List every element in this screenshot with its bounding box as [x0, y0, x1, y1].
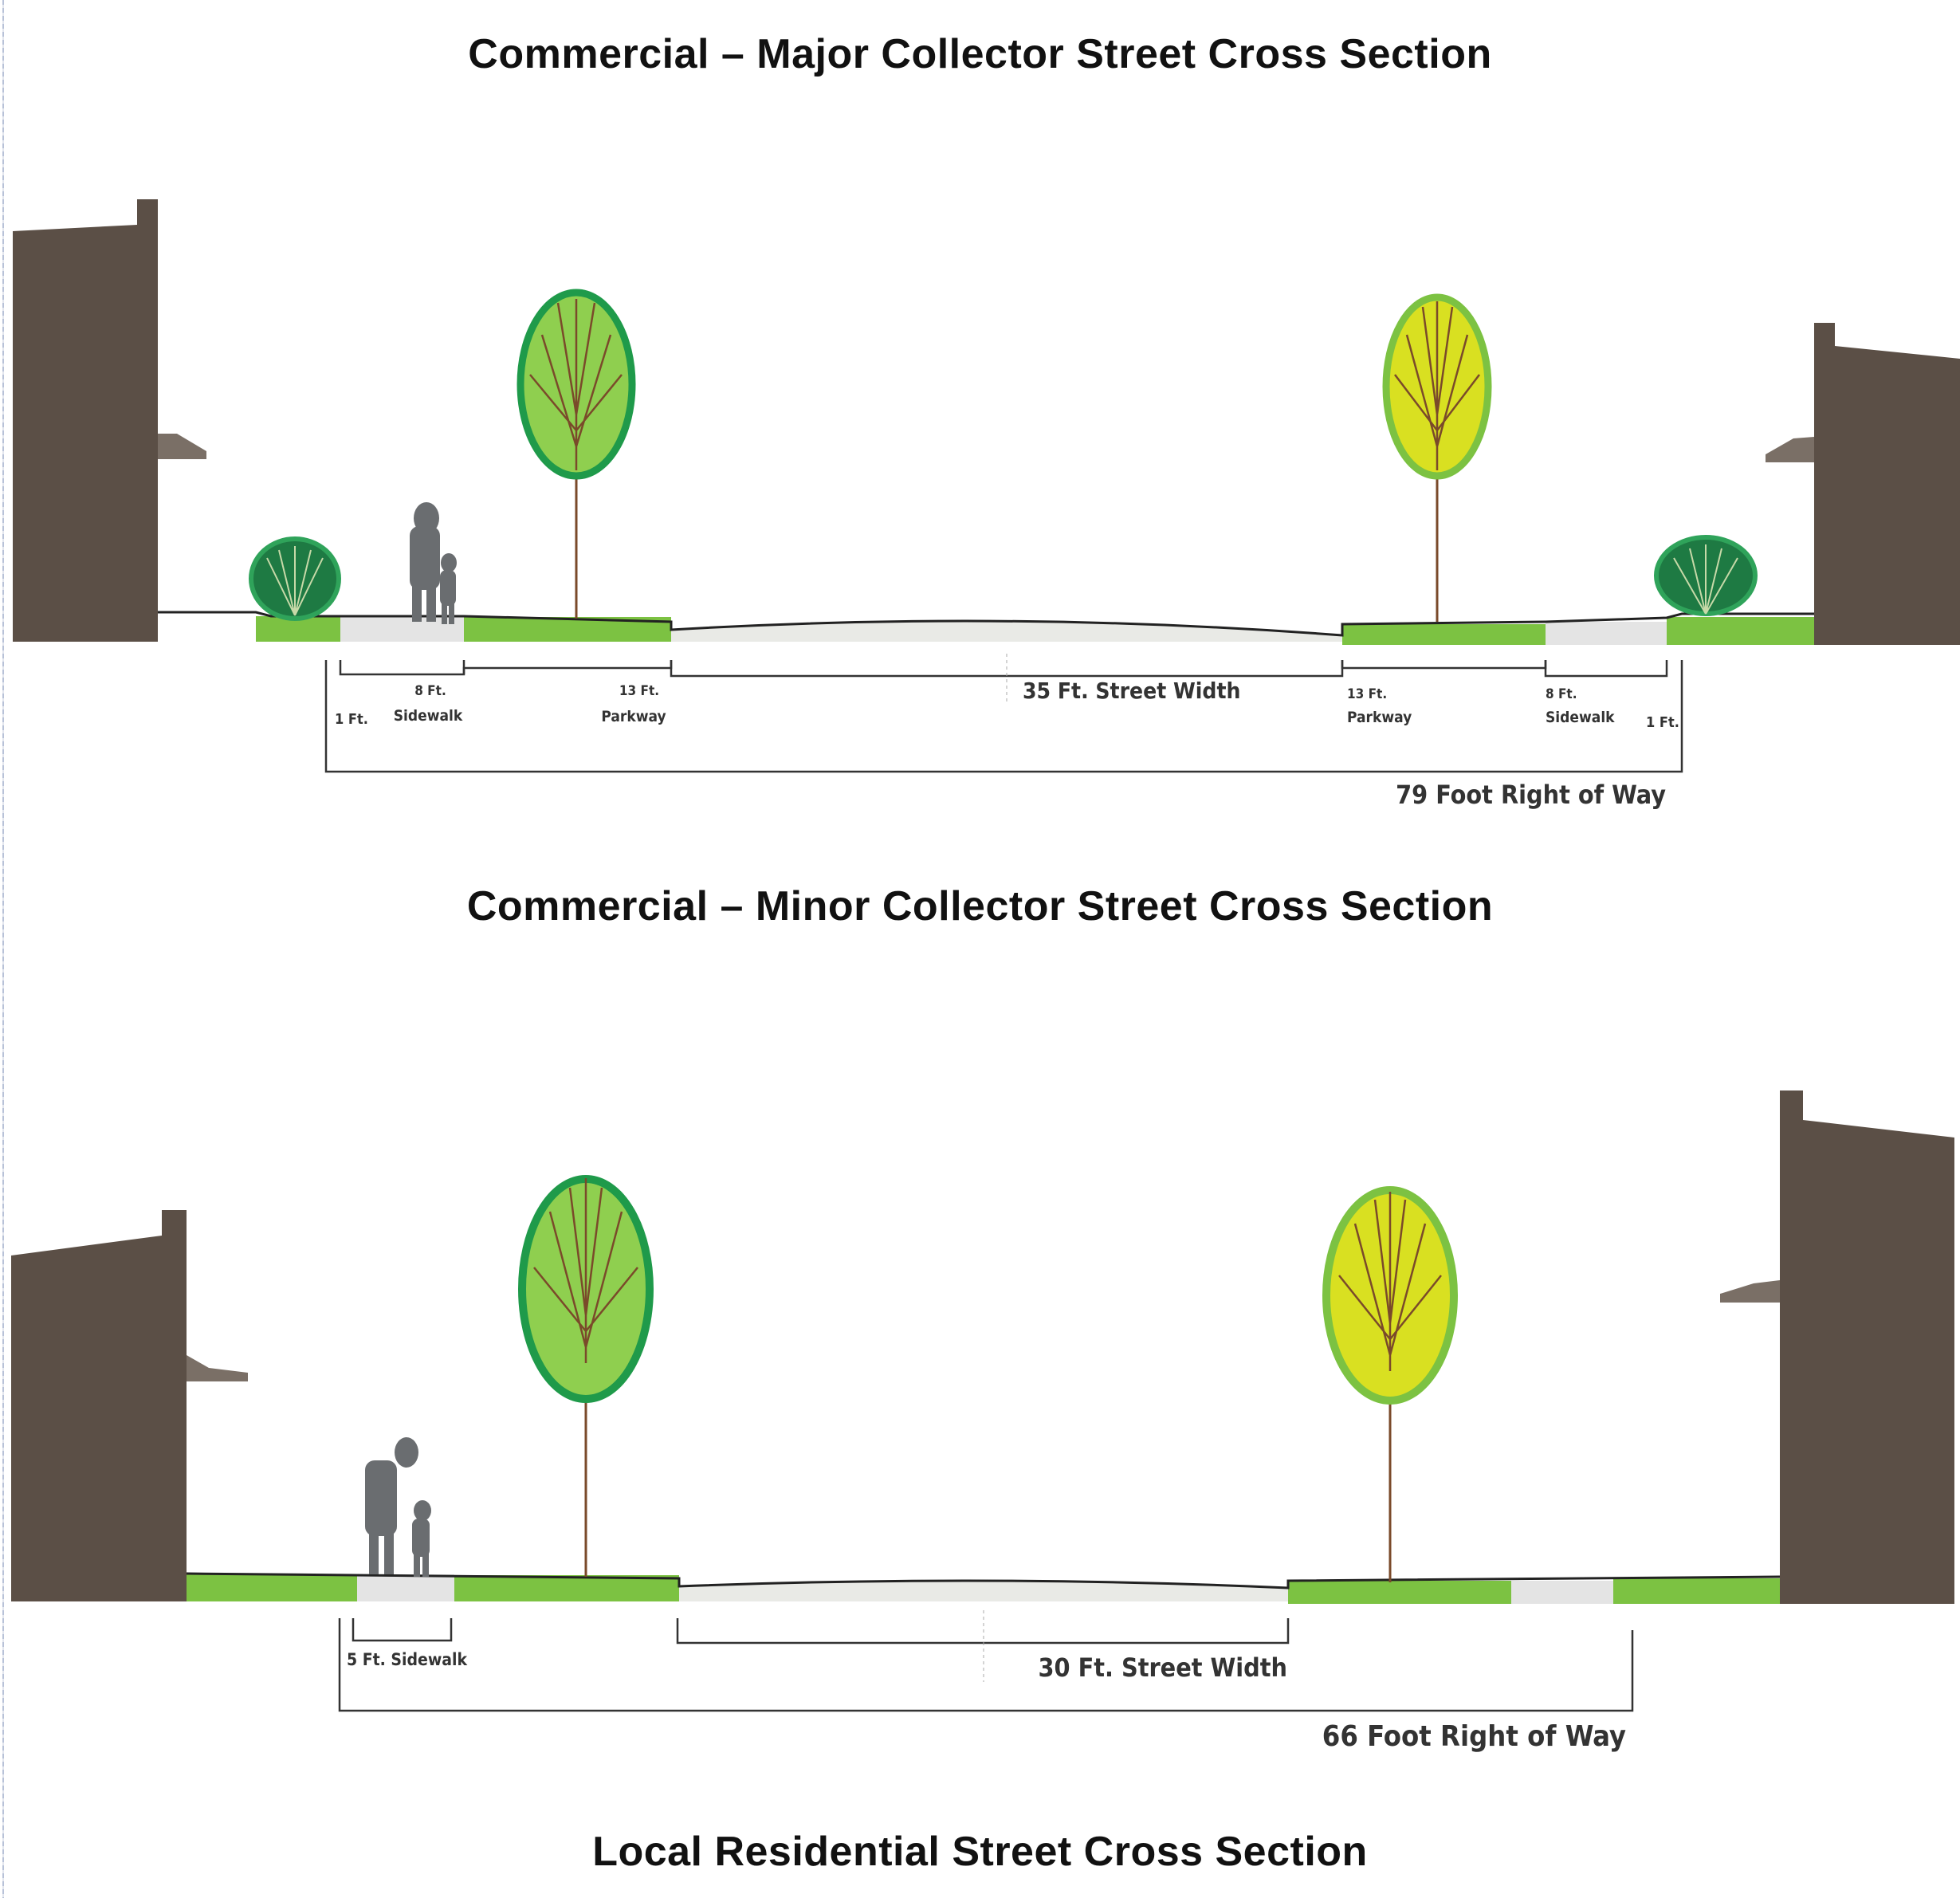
left-tree-icon	[518, 1175, 654, 1577]
dimension-lines	[338, 1610, 1634, 1712]
right-shrub	[1654, 535, 1758, 616]
right-sidewalk-bracket	[1544, 660, 1668, 678]
left-parkway-label: Parkway	[601, 708, 666, 725]
right-sidewalk-width-label: 8 Ft.	[1546, 686, 1577, 702]
sidewalk-bracket	[352, 1618, 453, 1642]
left-buffer-label: 1 Ft.	[335, 711, 368, 728]
right-awning	[1720, 1280, 1780, 1303]
left-tree-icon	[517, 289, 636, 619]
right-planting-strip	[1613, 1578, 1780, 1604]
right-tree-icon	[1382, 293, 1492, 622]
street-surface	[679, 1580, 1288, 1601]
street-width-label: 35 Ft. Street Width	[1023, 678, 1240, 704]
street-bracket	[676, 1618, 1290, 1645]
section-title-major-collector: Commercial – Major Collector Street Cros…	[468, 31, 1492, 77]
right-parkway-label: Parkway	[1347, 709, 1412, 726]
left-sidewalk-bracket	[339, 660, 465, 676]
street-width-label: 30 Ft. Street Width	[1038, 1652, 1287, 1683]
section-title-local-residential: Local Residential Street Cross Section	[592, 1829, 1368, 1875]
major-collector-diagram: 1 Ft. 8 Ft. Sidewalk 13 Ft. Parkway 35 F…	[13, 199, 1960, 810]
left-building	[11, 1210, 248, 1601]
right-tree-icon	[1322, 1186, 1458, 1582]
left-parkway	[454, 1575, 679, 1601]
sidewalk-label: 5 Ft. Sidewalk	[347, 1650, 467, 1669]
ground-layers	[158, 611, 1814, 645]
left-sidewalk	[357, 1574, 454, 1601]
right-of-way-label: 66 Foot Right of Way	[1322, 1720, 1626, 1753]
right-sidewalk	[1546, 622, 1667, 645]
left-sidewalk-label: Sidewalk	[394, 707, 463, 725]
right-planting-strip	[1667, 617, 1814, 645]
section-title-minor-collector: Commercial – Minor Collector Street Cros…	[466, 883, 1494, 929]
left-awning	[158, 434, 206, 459]
left-parkway-width-label: 13 Ft.	[619, 683, 659, 699]
ground-layers	[186, 1572, 1781, 1604]
pedestrian-icon	[410, 502, 457, 624]
right-sidewalk-label: Sidewalk	[1546, 709, 1615, 726]
right-sidewalk	[1511, 1581, 1613, 1604]
right-awning	[1766, 437, 1814, 462]
right-parkway	[1342, 624, 1546, 645]
left-shrub	[249, 536, 341, 621]
right-building	[1720, 1090, 1954, 1604]
dimension-lines	[324, 654, 1683, 773]
right-parkway-width-label: 13 Ft.	[1347, 686, 1387, 702]
right-parkway	[1288, 1581, 1511, 1604]
right-building	[1766, 323, 1960, 645]
right-of-way-bracket	[324, 660, 1683, 773]
pedestrian-icon	[365, 1437, 431, 1577]
left-building	[13, 199, 206, 642]
left-planting-strip	[187, 1574, 357, 1601]
right-buffer-label: 1 Ft.	[1646, 714, 1679, 731]
right-of-way-bracket	[338, 1618, 1634, 1712]
left-sidewalk-width-label: 8 Ft.	[414, 683, 446, 699]
scan-edge-line	[2, 0, 4, 1898]
right-of-way-label: 79 Foot Right of Way	[1396, 780, 1666, 810]
left-awning	[187, 1355, 248, 1381]
